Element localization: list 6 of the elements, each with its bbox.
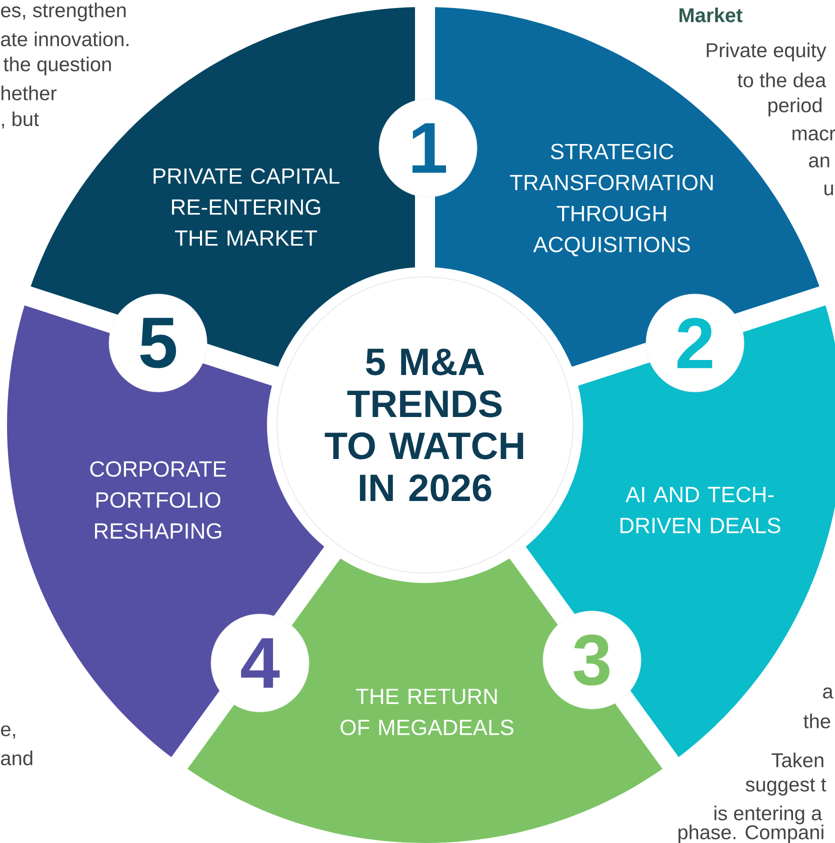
body-text: is entering a bbox=[714, 806, 822, 824]
body-text: a bbox=[823, 688, 834, 698]
body-text: suggest t bbox=[746, 778, 826, 796]
section-heading: Market bbox=[680, 8, 742, 22]
body-text: period bbox=[768, 98, 822, 116]
body-text: the bbox=[804, 714, 830, 728]
